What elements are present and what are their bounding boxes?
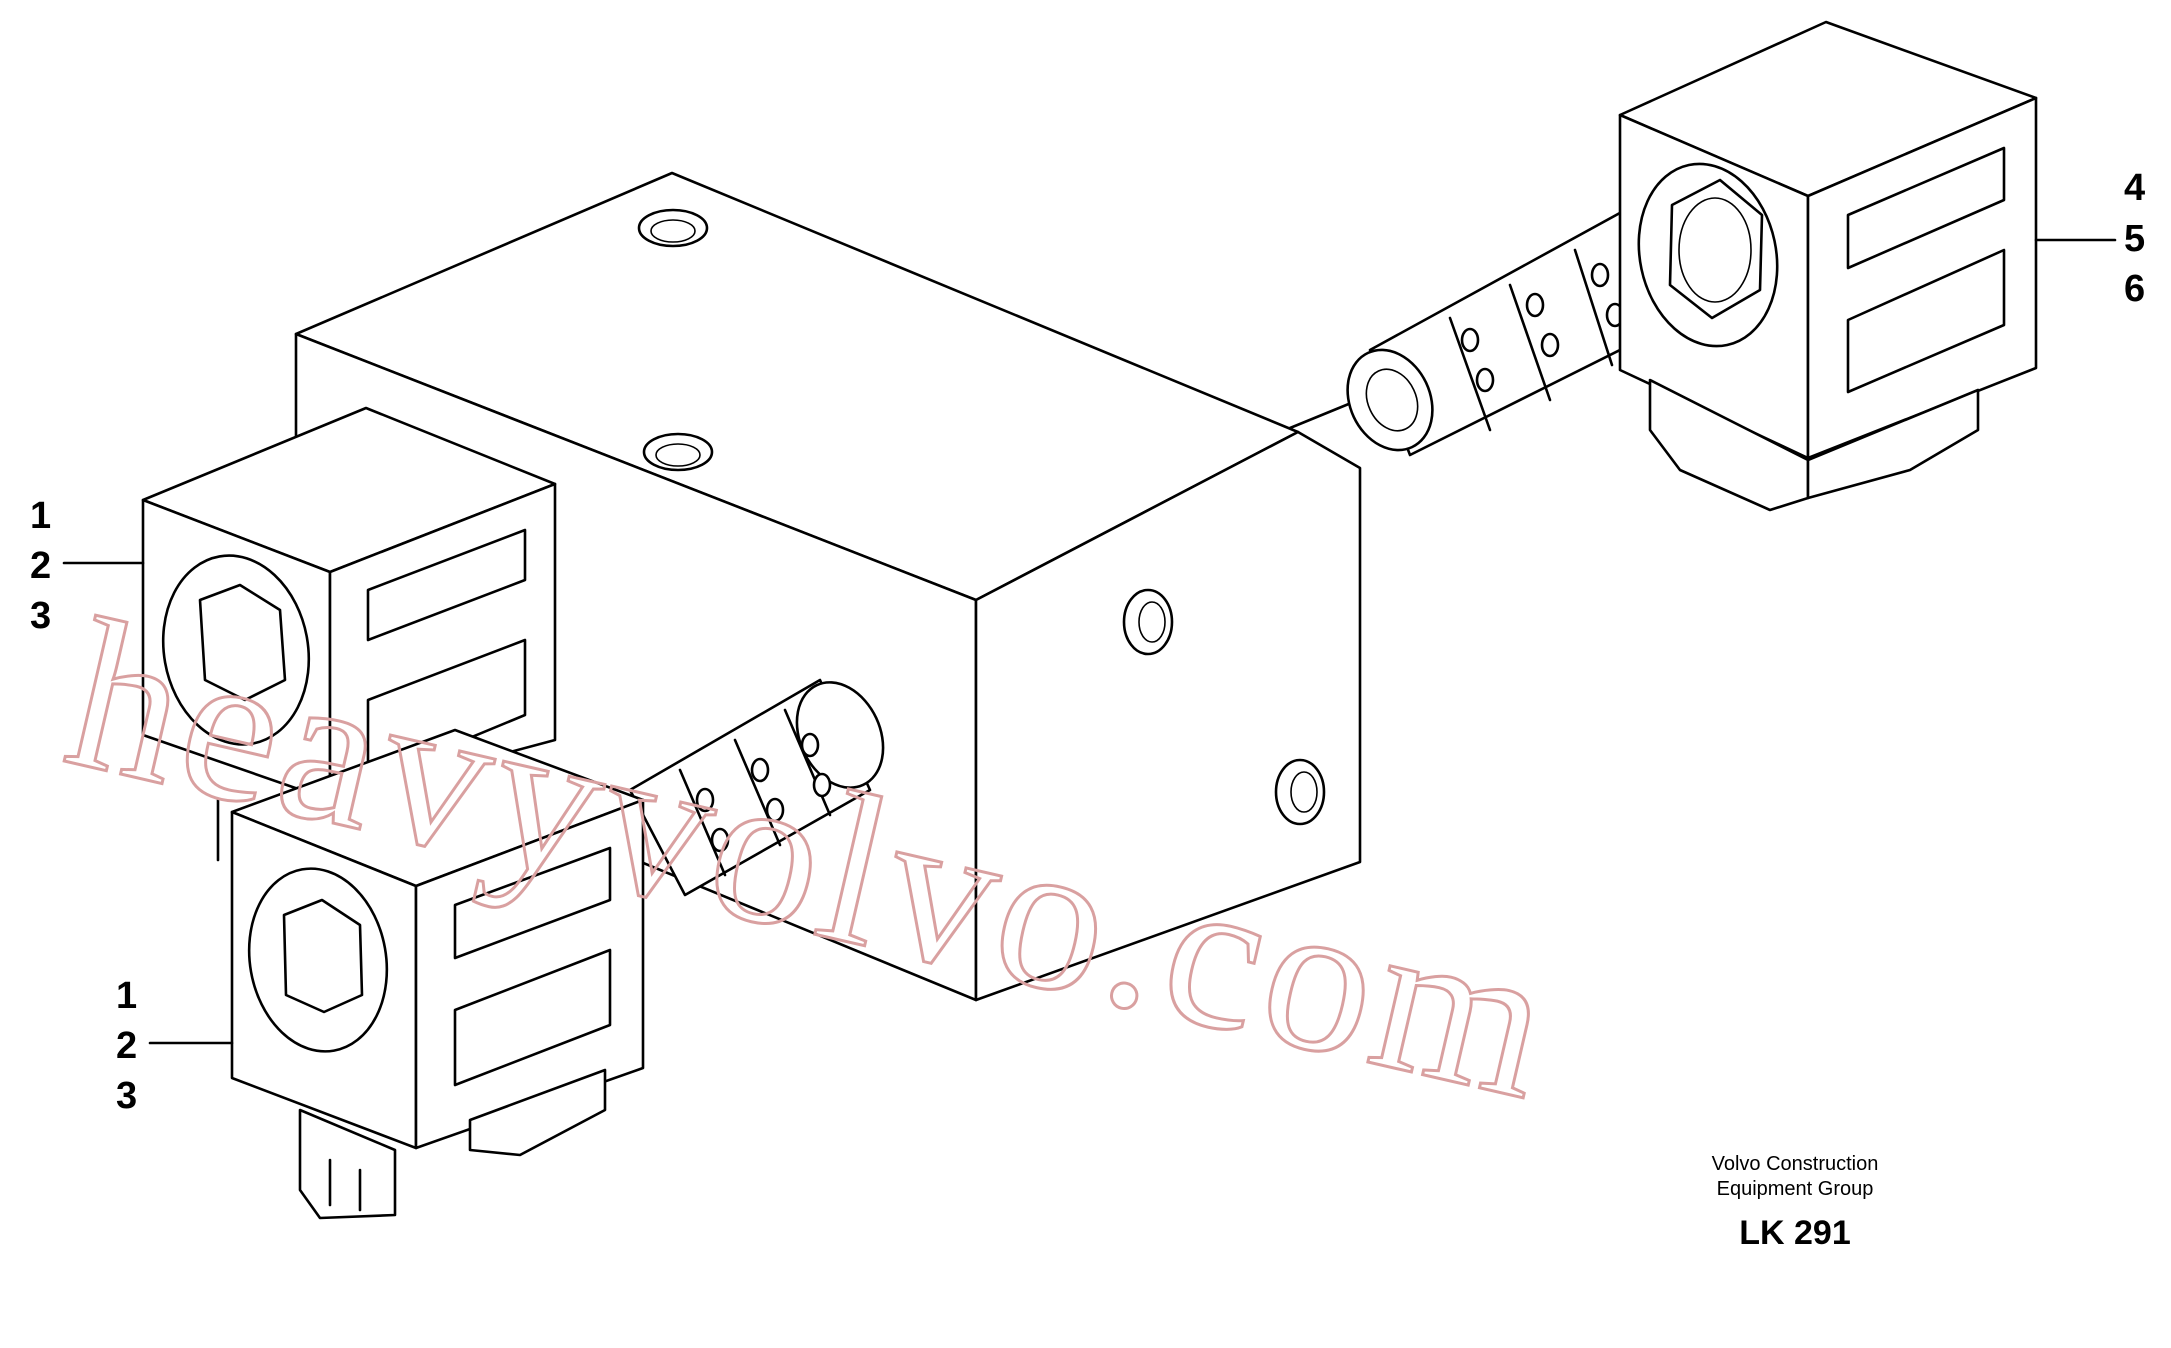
mounting-hole-top-1 [637,208,709,248]
callout-2: 2 [30,545,51,587]
drawing-code: LK 291 [1739,1214,1851,1252]
solenoid-left-lower [230,678,885,1220]
callout-3: 3 [30,595,51,637]
callout-2: 2 [116,1025,137,1067]
solenoid-left-upper [141,406,557,862]
callout-6: 6 [2124,268,2145,310]
solenoid-right [1288,20,2038,512]
callout-5: 5 [2124,218,2145,260]
port-hole-2 [1274,758,1326,826]
caption-line-1: Volvo Construction [1712,1153,1879,1175]
port-hole-1 [1122,588,1174,656]
caption-line-2: Equipment Group [1717,1178,1874,1200]
callout-4: 4 [2124,167,2145,209]
caption-block: Volvo Construction Equipment Group LK 29… [1712,1153,1879,1252]
mounting-hole-top-2 [642,432,714,472]
callout-3: 3 [116,1075,137,1117]
callout-group-left-upper: 1 2 3 [30,495,51,637]
callout-group-right: 4 5 6 [2124,167,2145,310]
spool-cartridge-left [628,678,885,897]
callout-1: 1 [30,495,51,537]
callout-group-left-lower: 1 2 3 [116,975,137,1117]
callout-1: 1 [116,975,137,1017]
